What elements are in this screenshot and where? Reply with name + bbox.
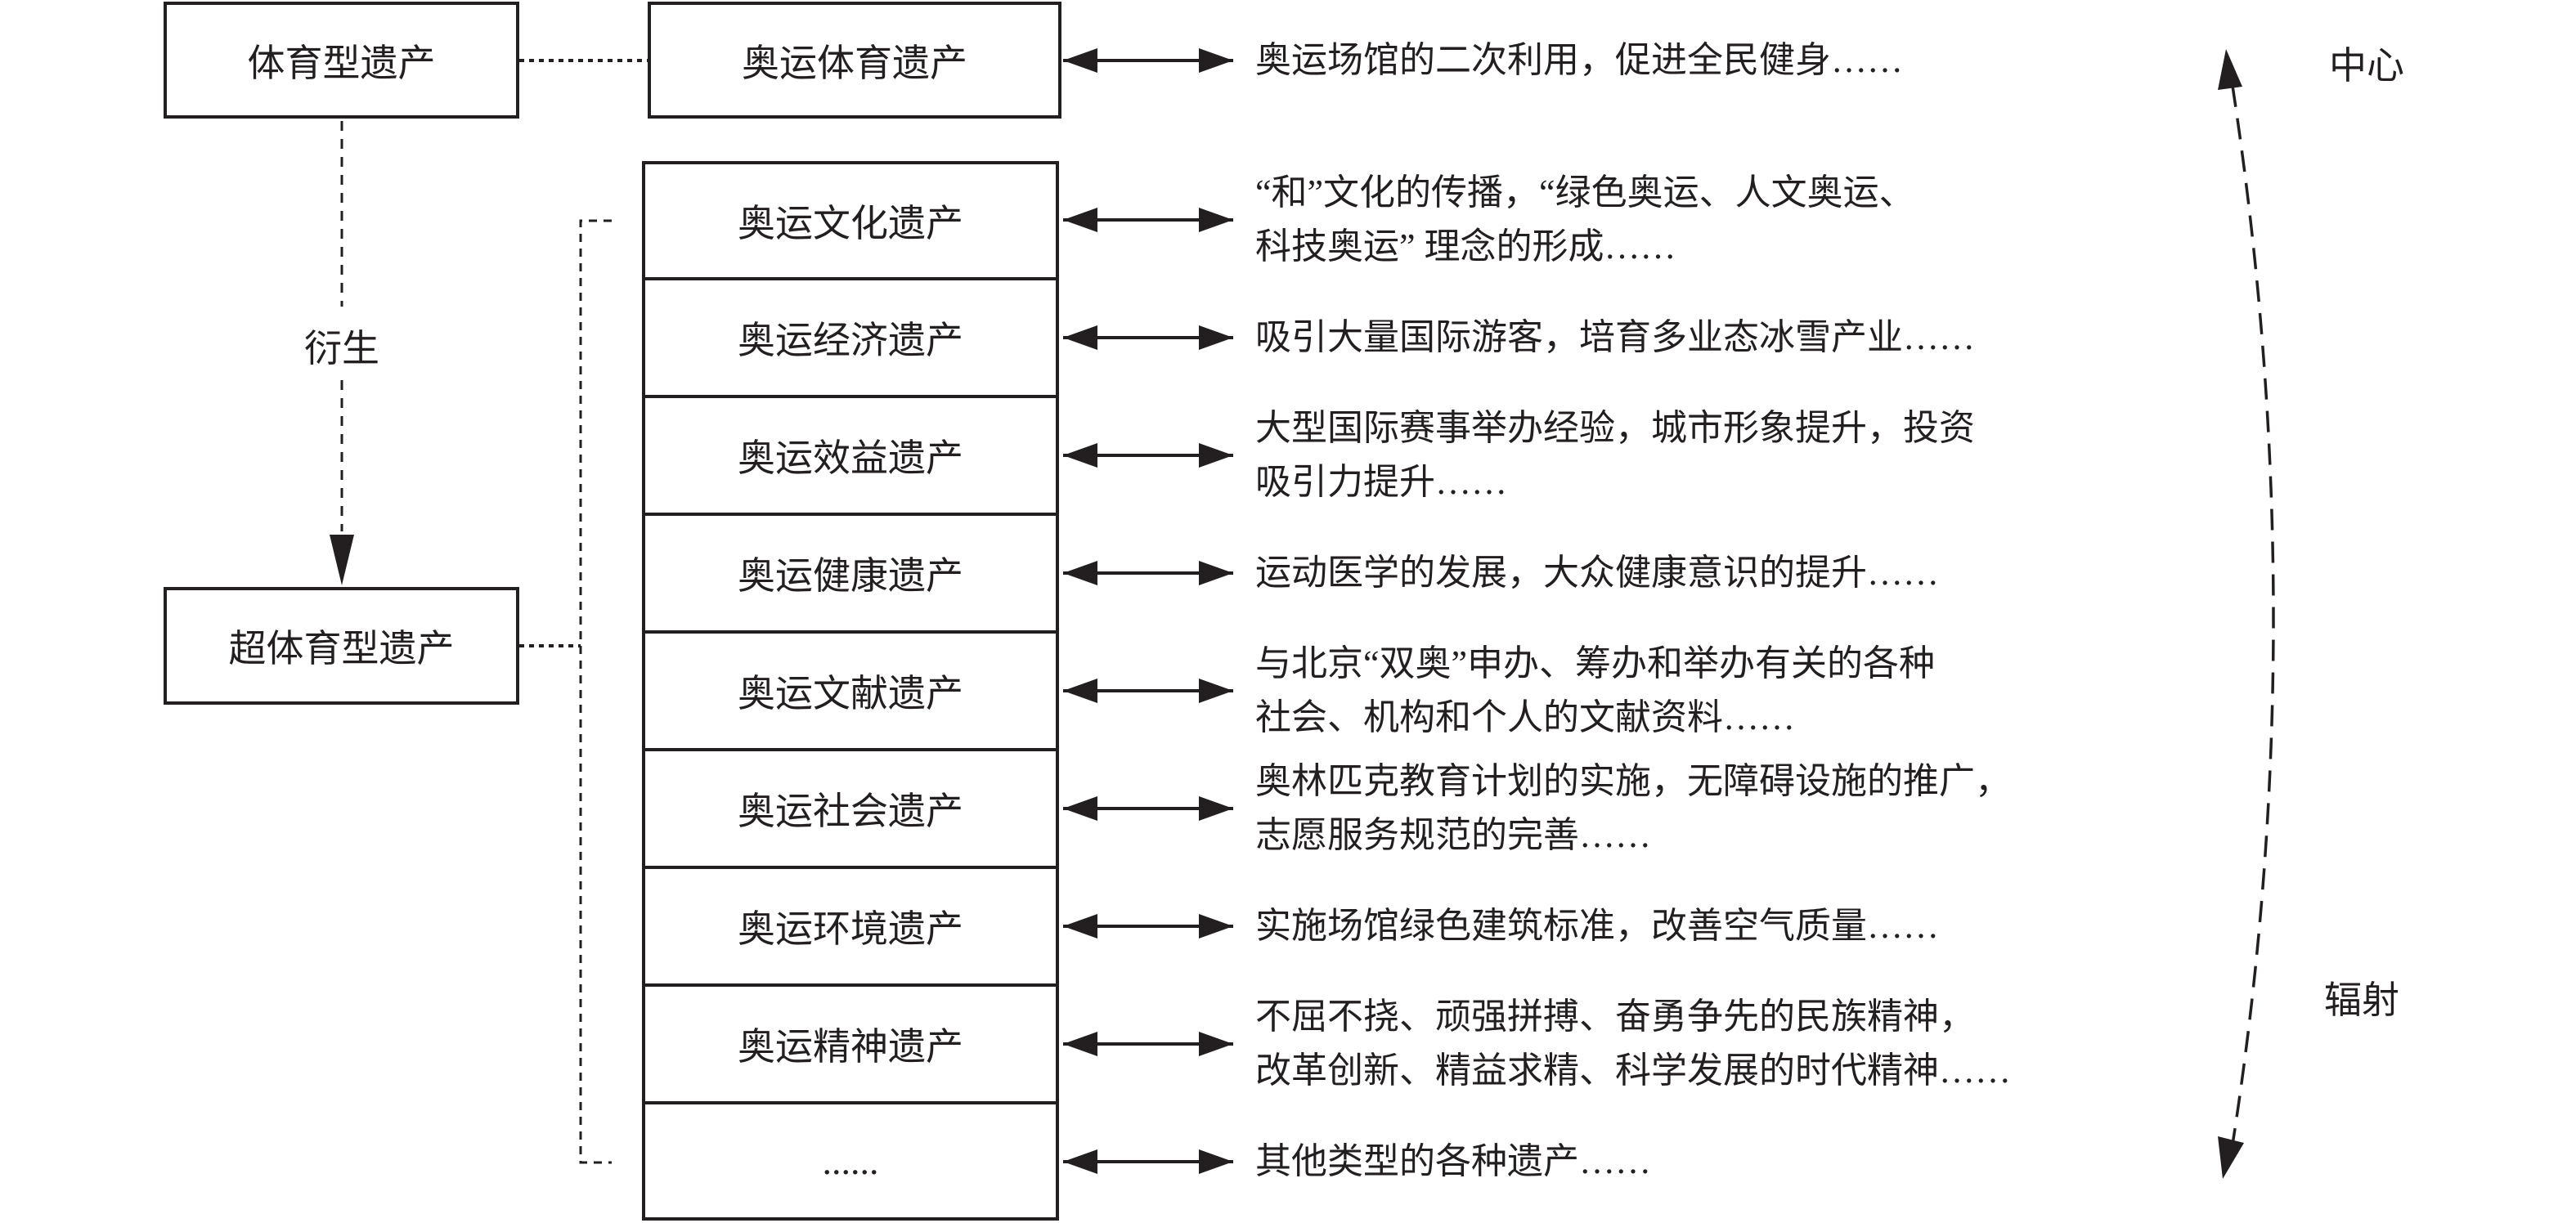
arrowhead: [1199, 561, 1233, 585]
arrowhead: [1199, 914, 1233, 939]
arrowhead: [1063, 1149, 1097, 1174]
arrowhead: [1063, 561, 1097, 585]
arrowhead: [1063, 325, 1097, 350]
heritage-category-cell: 奥运环境遗产: [642, 867, 1059, 985]
heritage-category-label: 奥运健康遗产: [738, 555, 963, 597]
description-line: 志愿服务规范的完善……: [1255, 815, 1651, 855]
description-line: 社会、机构和个人的文献资料……: [1255, 697, 1795, 737]
radiate-arrowhead-bottom: [2218, 1136, 2244, 1179]
sport-heritage-label: 体育型遗产: [247, 42, 436, 84]
sport-heritage-box: 体育型遗产: [164, 2, 519, 119]
bracket: [579, 219, 612, 1164]
heritage-category-label: 奥运经济遗产: [738, 320, 963, 361]
heritage-category-cell: 奥运健康遗产: [642, 514, 1059, 632]
arrowhead: [1063, 208, 1097, 232]
heritage-category-cell: 奥运经济遗产: [642, 279, 1059, 396]
heritage-category-cell: ......: [642, 1103, 1059, 1221]
olympic-sport-heritage-description: 奥运场馆的二次利用，促进全民健身……: [1255, 40, 1903, 80]
olympic-sport-heritage-label: 奥运体育遗产: [742, 42, 967, 84]
radiate-arc: [2231, 85, 2275, 1145]
arrowhead: [1199, 325, 1233, 350]
arrowhead: [1063, 443, 1097, 468]
arrowhead: [1063, 1032, 1097, 1056]
arrowhead: [1063, 914, 1097, 939]
heritage-category-cell: 奥运文化遗产: [642, 161, 1059, 279]
super-sport-heritage-box: 超体育型遗产: [164, 587, 519, 705]
heritage-category-label: 奥运效益遗产: [738, 437, 963, 479]
description-line: 其他类型的各种遗产……: [1255, 1141, 1651, 1181]
olympic-sport-heritage-box: 奥运体育遗产: [648, 2, 1061, 119]
derive-arrowhead: [330, 535, 354, 585]
arrowhead: [1199, 48, 1233, 73]
heritage-description: 其他类型的各种遗产……: [1255, 1135, 2278, 1189]
heritage-description: 运动医学的发展，大众健康意识的提升……: [1255, 546, 2278, 600]
description-line: 不屈不挠、顽强拼搏、奋勇争先的民族精神，: [1255, 997, 1975, 1037]
description-line: “和”文化的传播，“绿色奥运、人文奥运、: [1255, 172, 1915, 213]
heritage-description: 大型国际赛事举办经验，城市形象提升，投资吸引力提升……: [1255, 401, 2278, 509]
heritage-category-label: 奥运文化遗产: [738, 203, 963, 244]
super-sport-heritage-label: 超体育型遗产: [228, 628, 455, 670]
heritage-description: “和”文化的传播，“绿色奥运、人文奥运、科技奥运” 理念的形成……: [1255, 166, 2278, 274]
description-line: 大型国际赛事举办经验，城市形象提升，投资: [1255, 408, 1975, 448]
heritage-category-cell: 奥运社会遗产: [642, 750, 1059, 867]
derive-label: 衍生: [304, 328, 379, 370]
arrowhead: [1063, 679, 1097, 703]
center-label: 中心: [2329, 45, 2404, 87]
heritage-description: 吸引大量国际游客，培育多业态冰雪产业……: [1255, 311, 2278, 365]
description-line: 吸引大量国际游客，培育多业态冰雪产业……: [1255, 317, 1975, 357]
description-line: 运动医学的发展，大众健康意识的提升……: [1255, 553, 1939, 593]
description-line: 吸引力提升……: [1255, 462, 1507, 502]
arrowhead: [1199, 1149, 1233, 1174]
heritage-category-label: 奥运文献遗产: [738, 673, 963, 715]
heritage-description: 实施场馆绿色建筑标准，改善空气质量……: [1255, 899, 2278, 953]
arrowhead: [1199, 796, 1233, 821]
arrowhead: [1199, 443, 1233, 468]
heritage-description: 不屈不挠、顽强拼搏、奋勇争先的民族精神， 改革创新、精益求精、科学发展的时代精神……: [1255, 990, 2278, 1098]
arrowhead: [1199, 679, 1233, 703]
arrowhead: [1199, 208, 1233, 232]
heritage-description: 奥林匹克教育计划的实施，无障碍设施的推广， 志愿服务规范的完善……: [1255, 755, 2278, 862]
description-line: 奥林匹克教育计划的实施，无障碍设施的推广，: [1255, 761, 2011, 801]
heritage-category-label: 奥运环境遗产: [738, 908, 963, 950]
arrowhead: [1199, 1032, 1233, 1056]
description-line: 改革创新、精益求精、科学发展的时代精神……: [1255, 1051, 2011, 1091]
description-line: 与北京“双奥”申办、筹办和举办有关的各种: [1255, 643, 1936, 683]
radiate-arrowhead-top: [2218, 49, 2242, 90]
description-line: 实施场馆绿色建筑标准，改善空气质量……: [1255, 906, 1939, 946]
heritage-category-cell: 奥运文献遗产: [642, 632, 1059, 750]
description-line: 科技奥运” 理念的形成……: [1255, 226, 1676, 267]
heritage-category-cell: 奥运效益遗产: [642, 396, 1059, 514]
heritage-description: 与北京“双奥”申办、筹办和举办有关的各种社会、机构和个人的文献资料……: [1255, 637, 2278, 745]
radiate-label: 辐射: [2324, 979, 2399, 1021]
heritage-category-label: ......: [822, 1140, 879, 1182]
heritage-category-label: 奥运社会遗产: [738, 791, 963, 832]
arrowhead: [1063, 796, 1097, 821]
heritage-category-cell: 奥运精神遗产: [642, 985, 1059, 1103]
heritage-category-stack: 奥运文化遗产奥运经济遗产奥运效益遗产奥运健康遗产奥运文献遗产奥运社会遗产奥运环境…: [642, 161, 1059, 1221]
heritage-category-label: 奥运精神遗产: [738, 1026, 963, 1068]
arrowhead: [1063, 48, 1097, 73]
